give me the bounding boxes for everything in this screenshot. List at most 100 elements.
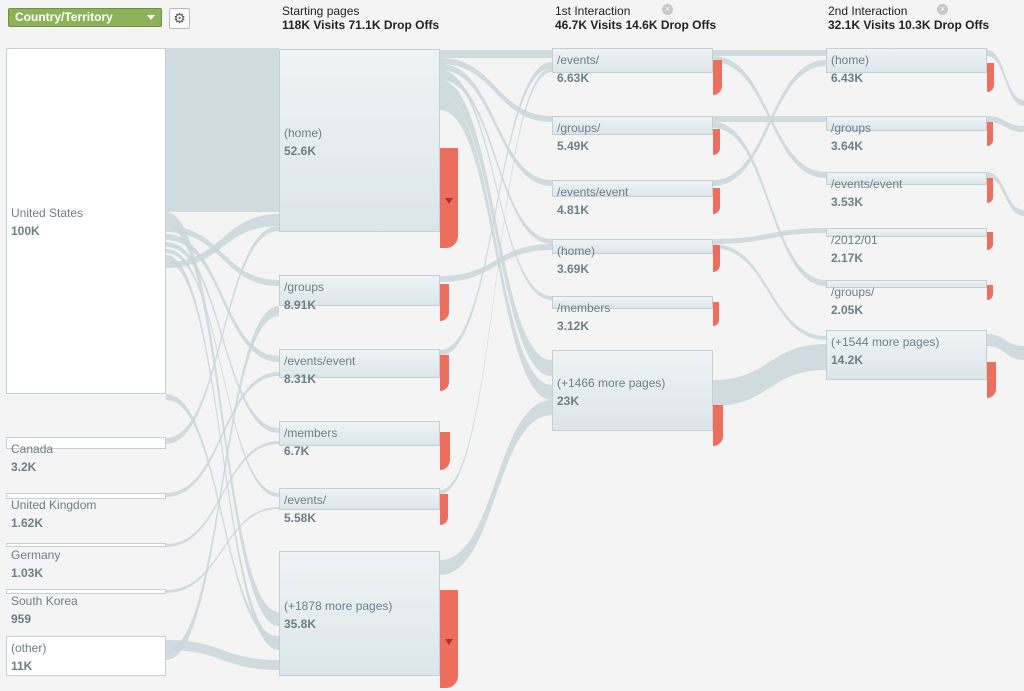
first-interaction-page-value: 6.63K: [557, 71, 590, 85]
column-stats: 32.1K Visits 10.3K Drop Offs: [828, 18, 990, 32]
dropoff-indicator[interactable]: [987, 232, 993, 250]
second-interaction-page-name: (home): [831, 53, 870, 67]
starting-page-value: 5.58K: [284, 511, 317, 525]
flow-link: [166, 226, 279, 444]
first-interaction-page-node[interactable]: /groups/5.49K: [552, 116, 713, 153]
country-value: 1.62K: [11, 516, 44, 530]
first-interaction-page-name: (home): [557, 244, 596, 258]
first-interaction-page-value: 23K: [557, 393, 580, 408]
dropoff-indicator[interactable]: [440, 284, 450, 321]
column-stats: 118K Visits 71.1K Drop Offs: [282, 18, 440, 32]
starting-page-name: (+1878 more pages): [284, 598, 393, 613]
dropoff-indicator[interactable]: [713, 60, 722, 95]
flow-link: [166, 372, 279, 497]
flow-link: [166, 212, 279, 626]
second-interaction-page-value: 3.53K: [831, 195, 864, 209]
dropoff-indicator[interactable]: [987, 285, 993, 300]
second-interaction-page-value: 14.2K: [831, 353, 864, 367]
dropoff-indicator[interactable]: [987, 122, 993, 146]
second-interaction-page-value: 3.64K: [831, 139, 864, 153]
dropoff-indicator[interactable]: [440, 494, 448, 525]
column-title: 2nd Interaction: [828, 4, 908, 18]
dimension-dropdown[interactable]: Country/Territory: [8, 8, 162, 27]
dropoff-indicator[interactable]: [987, 63, 995, 92]
column-header-first: 1st Interaction 46.7K Visits 14.6K Drop …: [555, 4, 716, 32]
second-interaction-page-value: 6.43K: [831, 71, 864, 85]
settings-button[interactable]: ⚙: [169, 8, 190, 29]
flow-link: [440, 50, 552, 58]
starting-page-node[interactable]: (+1878 more pages)35.8K: [279, 551, 440, 676]
country-value: 959: [11, 612, 32, 626]
starting-page-value: 52.6K: [284, 143, 317, 158]
close-icon[interactable]: ×: [937, 4, 948, 15]
dropoff-indicator[interactable]: [440, 432, 450, 470]
dropoff-indicator[interactable]: [713, 302, 719, 326]
country-name: (other): [11, 641, 47, 655]
dropoff-indicator[interactable]: [440, 355, 449, 391]
first-interaction-page-name: (+1466 more pages): [557, 375, 666, 390]
column-title: Starting pages: [282, 4, 360, 18]
first-interaction-page-value: 4.81K: [557, 203, 590, 217]
starting-page-name: /groups: [284, 280, 325, 294]
flow-link: [440, 62, 552, 356]
dropoff-indicator[interactable]: [713, 188, 720, 214]
starting-page-name: /events/: [284, 493, 327, 507]
first-interaction-page-value: 3.69K: [557, 262, 590, 276]
second-interaction-page-node[interactable]: (home) 6.43K: [826, 48, 987, 85]
gear-icon: ⚙: [173, 10, 186, 26]
flow-link: [440, 400, 552, 575]
flow-link: [440, 75, 552, 244]
second-interaction-page-node[interactable]: (+1544 more pages) 14.2K: [826, 330, 987, 380]
chevron-down-icon: [147, 15, 155, 20]
second-interaction-page-node[interactable]: /groups/2.05K: [826, 280, 987, 317]
flow-link: [987, 172, 1024, 216]
column-stats: 46.7K Visits 14.6K Drop Offs: [555, 18, 717, 32]
second-interaction-page-name: (+1544 more pages): [831, 335, 940, 349]
flow-link: [713, 122, 826, 286]
flow-link: [713, 60, 826, 186]
first-interaction-page-node[interactable]: (home) 3.69K: [552, 239, 713, 276]
first-interaction-page-name: /groups/: [557, 121, 601, 135]
first-interaction-page-name: /events/: [557, 53, 600, 67]
country-node[interactable]: (other)11K: [6, 636, 166, 676]
flow-link: [166, 48, 279, 212]
starting-page-name: (home): [284, 125, 323, 140]
flow-link: [713, 50, 826, 56]
flow-link: [166, 306, 279, 660]
flow-link: [440, 58, 552, 122]
flow-link: [987, 50, 1024, 106]
dropoff-indicator[interactable]: [987, 178, 994, 203]
first-interaction-page-value: 3.12K: [557, 319, 590, 333]
dropoff-indicator[interactable]: [713, 245, 720, 272]
dimension-label: Country/Territory: [15, 10, 113, 24]
close-icon[interactable]: ×: [662, 4, 673, 15]
dropoff-indicator[interactable]: [713, 129, 720, 155]
country-node[interactable]: United Kingdom 1.62K: [6, 493, 166, 530]
second-interaction-page-value: 2.05K: [831, 303, 864, 317]
column-title: 1st Interaction: [555, 4, 631, 18]
starting-page-node[interactable]: (home) 52.6K: [279, 49, 440, 232]
country-name: United Kingdom: [11, 498, 97, 512]
flow-link: [166, 226, 279, 286]
dropoff-indicator[interactable]: [713, 405, 724, 446]
starting-page-node[interactable]: /events/5.58K: [279, 488, 440, 525]
dropoff-indicator[interactable]: [987, 362, 996, 398]
first-interaction-page-node[interactable]: /events/6.63K: [552, 48, 713, 85]
arrow-down-icon: [445, 198, 453, 204]
flow-link: [440, 96, 552, 400]
first-interaction-page-node[interactable]: (+1466 more pages) 23K: [552, 350, 713, 431]
column-header-starting: Starting pages 118K Visits 71.1K Drop Of…: [282, 4, 439, 32]
